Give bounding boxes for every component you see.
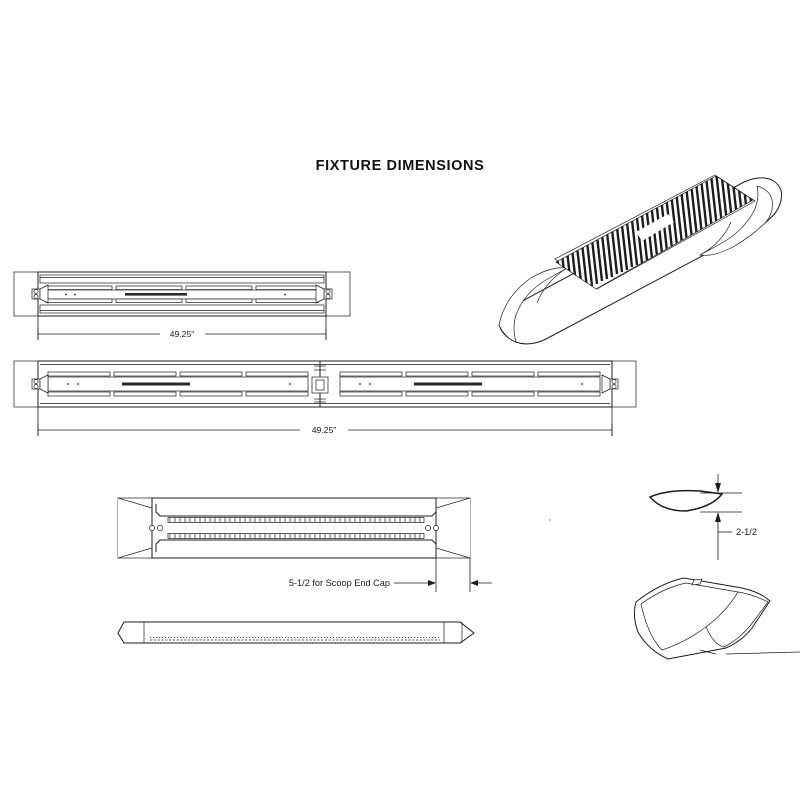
reflector-slats-top-right	[339, 371, 601, 377]
reflector-slats-bottom	[45, 298, 319, 303]
socket-detail-right-scoop	[425, 525, 439, 531]
louver-hatch-top	[167, 517, 425, 523]
end-detail-left	[31, 272, 49, 316]
end-detail-left-tandem	[31, 374, 49, 394]
end-detail-right-tandem	[601, 374, 619, 394]
reflector-slats-bottom-right	[339, 391, 601, 397]
view-end-section-profile: 2-1/2	[648, 474, 757, 560]
page-title: FIXTURE DIMENSIONS	[315, 158, 485, 174]
dimension-label-scoop-end-cap: 5-1/2 for Scoop End Cap	[289, 578, 390, 588]
louver-hatch-bottom	[167, 533, 425, 539]
dimension-line-length-1	[37, 328, 327, 340]
end-detail-right	[315, 272, 333, 316]
view-iso-fixture	[498, 174, 783, 345]
tandem-section-right	[339, 371, 601, 397]
scoop-end-cap-left	[117, 497, 153, 559]
dimension-label-fixture-depth: 2-1/2	[736, 527, 757, 537]
dimension-line-depth	[715, 474, 732, 560]
view-side-profile	[117, 621, 475, 644]
view-top-plan-single: 49.25"	[13, 271, 351, 340]
reflector-slats-top-left	[47, 371, 309, 377]
dimension-label-overall-length-single: 49.25"	[170, 329, 195, 339]
reflector-slats-top	[45, 285, 319, 290]
dimension-line-scoop-endcap	[394, 580, 492, 586]
tandem-center-joint	[311, 361, 329, 407]
view-plan-scoop-endcaps: 5-1/2 for Scoop End Cap	[117, 497, 551, 592]
dimension-line-length-2	[37, 424, 613, 436]
view-top-plan-tandem: 49.25"	[13, 360, 637, 436]
socket-detail-left-scoop	[149, 525, 163, 531]
tandem-section-left	[47, 371, 309, 397]
view-iso-scoop-endcap	[633, 577, 800, 660]
dimension-label-overall-length-tandem: 49.25"	[312, 425, 337, 435]
reflector-slats-bottom-left	[47, 391, 309, 397]
scoop-end-cap-right	[435, 497, 471, 559]
